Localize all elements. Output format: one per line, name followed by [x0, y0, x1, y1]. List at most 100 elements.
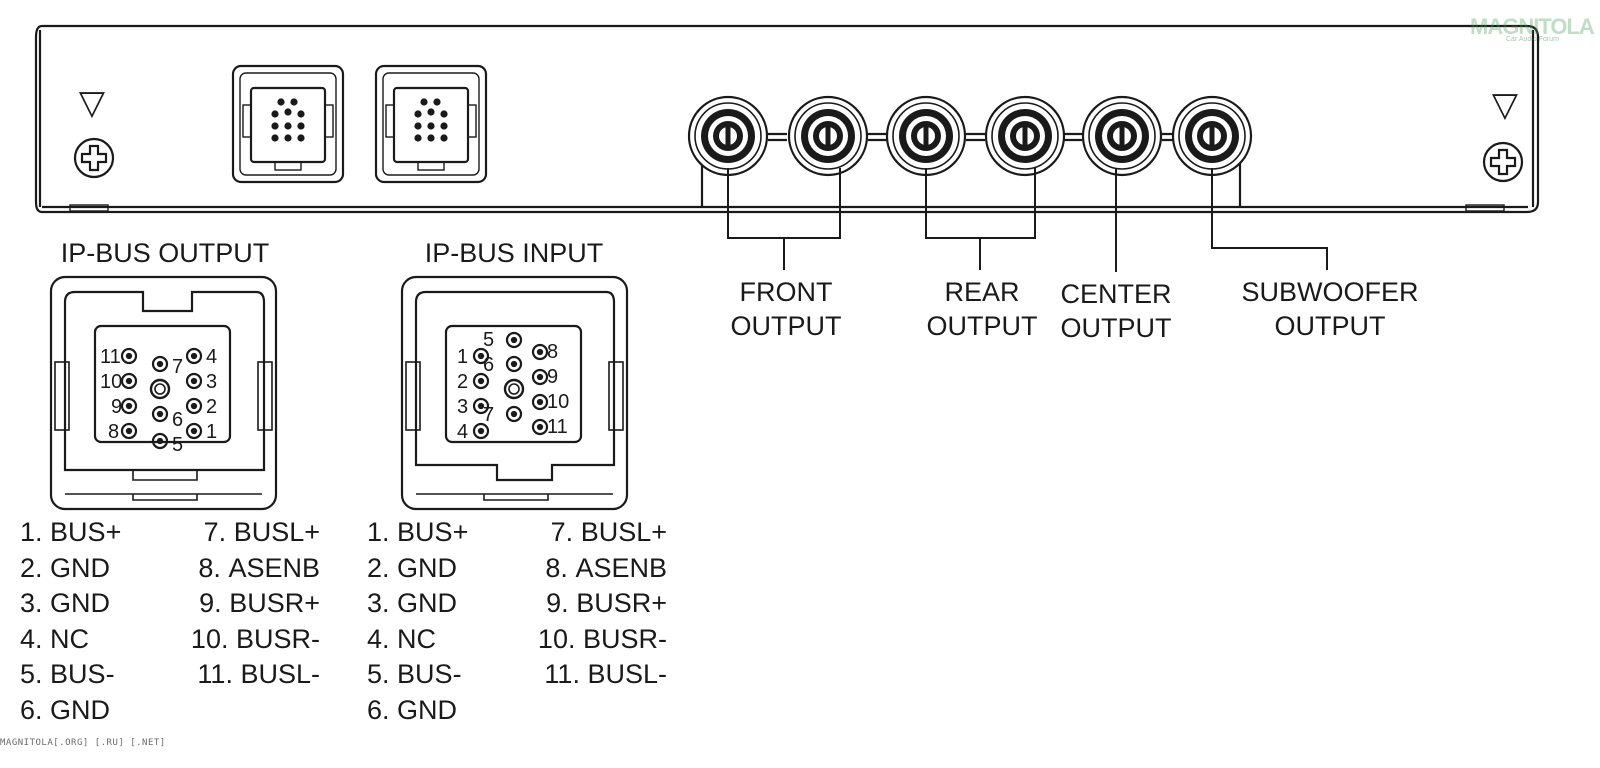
pinout-signal: BUS- [397, 659, 462, 690]
pinout-number: 8. [545, 552, 568, 583]
pinout-number: 8. [198, 552, 221, 583]
pinout-signal: ASENB [228, 552, 320, 583]
pinout-number: 1. [367, 517, 390, 547]
pinout-row: 5. BUS- [20, 657, 121, 693]
pinout-signal: BUSL+ [233, 517, 320, 547]
out-pin-label-3: 3 [206, 371, 217, 393]
pinout-signal: GND [50, 694, 111, 725]
in-pin-label-8: 8 [547, 341, 558, 363]
out-pin-label-1: 1 [206, 421, 217, 443]
pinout-number: 9. [546, 588, 569, 619]
watermark-text: MAGNITOLA [1470, 14, 1595, 39]
pinout-row: 8. ASENB [170, 551, 320, 587]
subwoofer-output-label-line1: SUBWOOFER [1241, 277, 1418, 307]
pinout-number: 11. [197, 659, 233, 690]
pinout-number: 7. [550, 517, 574, 547]
pinout-number: 2. [367, 552, 390, 583]
pinout-row: 9. BUSR+ [170, 586, 320, 622]
leader-lines [727, 168, 1328, 272]
pinout-signal: BUSR- [235, 623, 320, 654]
in-pin-label-1: 1 [457, 346, 468, 368]
pinout-signal: BUS+ [50, 517, 122, 547]
pinout-row: 4. NC [367, 622, 468, 658]
pinout-number: 10. [537, 623, 576, 654]
pinout-number: 3. [367, 588, 390, 619]
front-output-label-line2: OUTPUT [731, 311, 842, 341]
pinout-number: 9. [199, 588, 222, 619]
pinout-number: 2. [20, 552, 43, 583]
pinout-signal: BUSL- [587, 659, 667, 690]
ipbus-input-connector [400, 275, 629, 511]
ipbus-output-pins [120, 347, 203, 450]
ipbus-output-title: IP-BUS OUTPUT [61, 238, 270, 268]
rca-jack-front-right-icon [787, 95, 869, 177]
rca-jack-center-icon [1081, 95, 1163, 177]
out-pin-label-2: 2 [206, 396, 217, 418]
out-pin-label-7: 7 [172, 356, 183, 378]
pinout-number: 6. [367, 694, 390, 725]
pinout-signal: BUS+ [397, 517, 469, 547]
out-pin-label-5: 5 [172, 434, 183, 456]
pinout-signal: NC [50, 623, 90, 654]
in-pin-label-10: 10 [547, 391, 569, 413]
pinout-number: 5. [367, 659, 390, 690]
pinout-signal: NC [397, 623, 437, 654]
in-pin-label-4: 4 [457, 421, 468, 443]
in-pin-label-9: 9 [547, 366, 558, 388]
in-pin-label-11: 11 [547, 416, 568, 438]
pinout-number: 4. [367, 623, 390, 654]
pinout-row: 3. GND [367, 586, 468, 622]
out-pin-label-4: 4 [206, 346, 217, 368]
pinout-row: 6. GND [20, 693, 121, 729]
in-pin-label-6: 6 [483, 354, 494, 376]
pinout-signal: BUS- [50, 659, 115, 690]
pinout-row: 6. GND [367, 693, 468, 729]
pinout-number: 7. [203, 517, 227, 547]
pinout-number: 4. [20, 623, 43, 654]
out-pin-label-10: 10 [100, 371, 122, 393]
ipbus-output-connector [49, 275, 278, 511]
ipbus-input-title: IP-BUS INPUT [425, 238, 604, 268]
pinout-row: 1. BUS+ [367, 515, 468, 551]
triangle-marker-left: ▽ [79, 84, 106, 122]
panel-ipbus-input-socket [374, 64, 488, 184]
pinout-row: 3. GND [20, 586, 121, 622]
in-pin-label-7: 7 [483, 404, 494, 426]
watermark-subtext: Car Audio Forum [1506, 36, 1559, 43]
pinout-signal: BUSR+ [576, 588, 667, 619]
front-output-label-line1: FRONT [740, 277, 833, 307]
pinout-row: 5. BUS- [367, 657, 468, 693]
pinout-number: 11. [544, 659, 580, 690]
pinout-row: 9. BUSR+ [517, 586, 667, 622]
pinout-number: 10. [190, 623, 229, 654]
pinout-row: 7. BUSL+ [517, 515, 667, 551]
subwoofer-output-label-line2: OUTPUT [1275, 311, 1386, 341]
pinout-signal: GND [50, 552, 111, 583]
screw-left-icon [73, 137, 115, 179]
pinout-signal: BUSL+ [580, 517, 667, 547]
pinout-row: 7. BUSL+ [170, 515, 320, 551]
pinout-row: 2. GND [367, 551, 468, 587]
out-pin-label-11: 11 [100, 346, 121, 368]
pinout-signal: GND [397, 552, 458, 583]
out-pin-label-9: 9 [111, 396, 122, 418]
rear-output-label-line1: REAR [944, 277, 1019, 307]
pinout-signal: ASENB [575, 552, 667, 583]
pinout-signal: BUSR- [582, 623, 667, 654]
triangle-marker-right: ▽ [1492, 86, 1519, 124]
pinout-number: 3. [20, 588, 43, 619]
pinout-signal: GND [397, 694, 458, 725]
pinout-row: 10. BUSR- [170, 622, 320, 658]
rca-jacks [687, 95, 1253, 177]
rca-jack-rear-right-icon [984, 95, 1066, 177]
chassis [34, 24, 1540, 214]
pinout-row: 2. GND [20, 551, 121, 587]
pinout-row: 10. BUSR- [517, 622, 667, 658]
pinout-row: 8. ASENB [517, 551, 667, 587]
pinout-row: 11. BUSL- [170, 657, 320, 693]
screw-right-icon [1482, 141, 1524, 183]
